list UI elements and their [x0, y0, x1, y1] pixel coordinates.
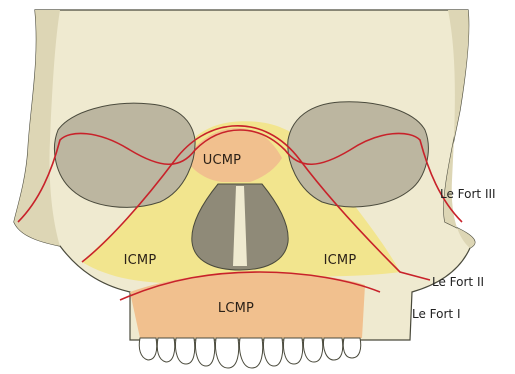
right-orbit: [288, 102, 429, 207]
le-fort-3-label: Le Fort III: [440, 187, 496, 201]
teeth-row: [139, 338, 360, 368]
left-orbit: [54, 103, 195, 207]
icmp-left-label: ICMP: [124, 253, 157, 268]
lcmp-label: LCMP: [218, 301, 254, 316]
icmp-right-label: ICMP: [324, 253, 357, 268]
ucmp-label: UCMP: [203, 153, 241, 168]
le-fort-2-label: Le Fort II: [432, 275, 484, 289]
le-fort-1-label: Le Fort I: [412, 307, 460, 321]
